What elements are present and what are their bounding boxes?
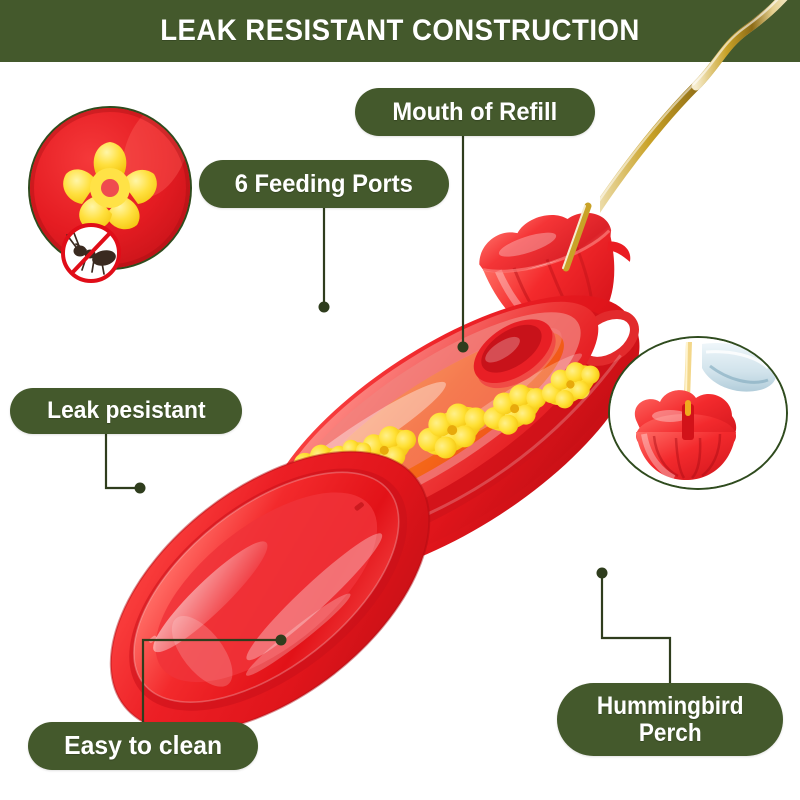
- callout-feeding-ports-label: 6 Feeding Ports: [234, 169, 414, 198]
- callout-leak-resistant[interactable]: Leak pesistant: [10, 388, 242, 434]
- nectar-basin-art: [70, 437, 470, 747]
- header-banner: [0, 0, 800, 62]
- page-title: LEAK RESISTANT CONSTRUCTION: [160, 14, 640, 47]
- callout-hummingbird-perch-line1: Hummingbird: [596, 692, 744, 720]
- leader-mouth-of-refill: [455, 134, 475, 356]
- leader-leak-resistant: [98, 432, 158, 502]
- hanging-rod-over-banner: [691, 0, 788, 91]
- callout-mouth-of-refill-label: Mouth of Refill: [392, 97, 558, 126]
- callout-mouth-of-refill[interactable]: Mouth of Refill: [355, 88, 595, 136]
- callout-hummingbird-perch-line2: Perch: [638, 718, 702, 747]
- no-ants-icon: [52, 222, 130, 284]
- inset-ant-proof-port: [28, 106, 192, 270]
- leader-feeding-ports: [318, 206, 338, 316]
- inset-refill-pour: [608, 336, 788, 490]
- leader-hummingbird-perch: [596, 560, 720, 690]
- callout-easy-to-clean[interactable]: Easy to clean: [28, 722, 258, 770]
- callout-leak-resistant-label: Leak pesistant: [46, 397, 206, 425]
- leader-easy-to-clean: [132, 630, 292, 730]
- callout-easy-to-clean-label: Easy to clean: [64, 730, 222, 761]
- callout-feeding-ports[interactable]: 6 Feeding Ports: [199, 160, 449, 208]
- callout-hummingbird-perch[interactable]: Hummingbird Perch: [557, 683, 783, 756]
